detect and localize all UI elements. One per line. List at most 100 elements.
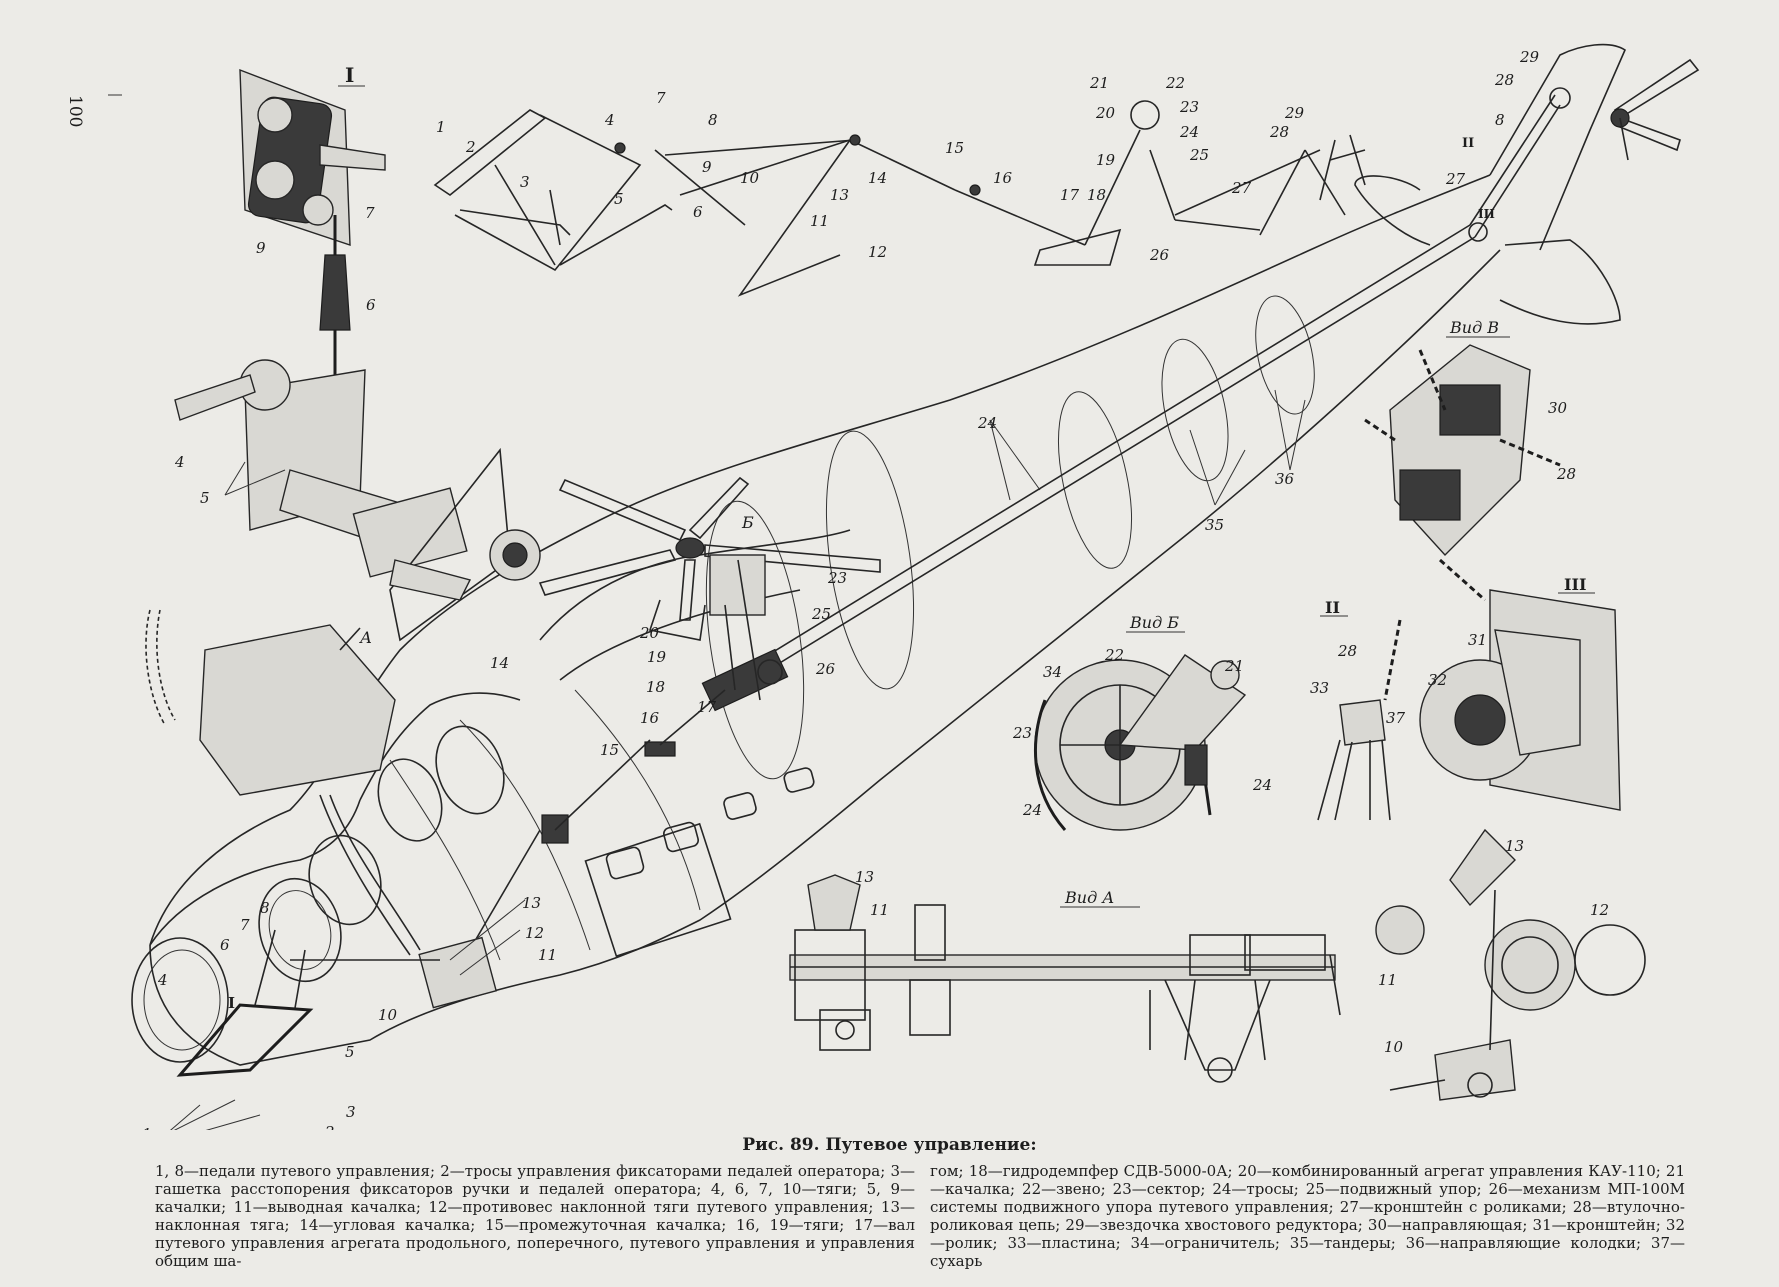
callout-16-main: 16 bbox=[640, 709, 660, 727]
view-a-title: Вид А bbox=[1064, 888, 1114, 907]
callout-11-view-a: 11 bbox=[870, 901, 889, 919]
callout-4-top: 4 bbox=[604, 111, 615, 129]
callout-16-top: 16 bbox=[993, 169, 1013, 187]
callout-8-top: 8 bbox=[708, 111, 718, 129]
callout-5-cockpit: 5 bbox=[345, 1043, 355, 1061]
callout-10-right: 10 bbox=[1384, 1038, 1404, 1056]
callout-7-cockpit: 7 bbox=[240, 916, 250, 934]
callout-23-top: 23 bbox=[1179, 98, 1199, 116]
callout-6-cockpit: 6 bbox=[220, 936, 230, 954]
callout-26-top: 26 bbox=[1149, 246, 1170, 264]
callout-4-detail: 4 bbox=[174, 453, 185, 471]
view-v-guide bbox=[1364, 344, 1561, 602]
callout-11-top: 11 bbox=[810, 212, 829, 230]
callout-22-view-b: 22 bbox=[1104, 646, 1124, 664]
callout-34: 34 bbox=[1043, 663, 1062, 681]
callout-19-top: 19 bbox=[1096, 151, 1116, 169]
callout-15-main: 15 bbox=[600, 741, 619, 759]
callout-27-top: 27 bbox=[1231, 179, 1252, 197]
callout-13-right: 13 bbox=[1505, 837, 1524, 855]
callout-28-tail: 28 bbox=[1494, 71, 1514, 89]
callout-10-top: 10 bbox=[740, 169, 760, 187]
callout-3-cockpit: 3 bbox=[346, 1103, 356, 1121]
callout-24-view-b: 24 bbox=[1022, 801, 1042, 819]
tail-boom bbox=[1354, 43, 1700, 325]
callout-9-top: 9 bbox=[702, 158, 712, 176]
leader-lines bbox=[170, 389, 1306, 1130]
callout-7-detail: 7 bbox=[365, 204, 375, 222]
page-number: 100 bbox=[65, 95, 85, 127]
main-rotor bbox=[538, 476, 881, 641]
installed-units bbox=[176, 554, 789, 1077]
callout-2-top: 2 bbox=[465, 138, 476, 156]
callout-23-main: 23 bbox=[827, 569, 847, 587]
callout-1-top: 1 bbox=[436, 118, 446, 136]
callout-32: 32 bbox=[1428, 671, 1447, 689]
callout-3-top: 3 bbox=[520, 173, 530, 191]
callout-27-tail: 27 bbox=[1445, 170, 1466, 188]
callout-6-top: 6 bbox=[693, 203, 703, 221]
callout-18-top: 18 bbox=[1087, 186, 1106, 204]
callout-10-cockpit: 10 bbox=[378, 1006, 398, 1024]
callout-28-top: 28 bbox=[1269, 123, 1289, 141]
marker-b: Б bbox=[741, 513, 754, 532]
callout-11-right: 11 bbox=[1378, 971, 1397, 989]
callout-7-top: 7 bbox=[656, 89, 666, 107]
figure-legend-left: 1, 8—педали путевого управления; 2—тросы… bbox=[155, 1162, 915, 1270]
callout-29-top: 29 bbox=[1284, 104, 1305, 122]
callout-33: 33 bbox=[1310, 679, 1329, 697]
callout-11-main: 11 bbox=[538, 946, 557, 964]
callout-24-detail-ii: 24 bbox=[1252, 776, 1272, 794]
kinematic-scheme bbox=[433, 100, 1366, 297]
roman-iii: III bbox=[1564, 575, 1586, 594]
callout-14-main: 14 bbox=[490, 654, 509, 672]
detail-iii-roller-bracket bbox=[1419, 589, 1621, 811]
callout-22-top: 22 bbox=[1165, 74, 1185, 92]
callout-15-top: 15 bbox=[945, 139, 964, 157]
callout-25-main: 25 bbox=[811, 605, 831, 623]
callout-2-cockpit: 2 bbox=[324, 1123, 335, 1130]
callout-37: 37 bbox=[1386, 709, 1406, 727]
detail-ii-chain bbox=[1317, 619, 1402, 821]
callout-13-top: 13 bbox=[830, 186, 849, 204]
callout-17-main: 17 bbox=[697, 698, 717, 716]
callout-31: 31 bbox=[1468, 631, 1487, 649]
callout-1-cockpit: 1 bbox=[142, 1125, 152, 1130]
callout-4-cockpit: 4 bbox=[157, 971, 168, 989]
figure-title: Рис. 89. Путевое управление: bbox=[742, 1135, 1037, 1155]
callout-17-top: 17 bbox=[1060, 186, 1080, 204]
callout-21-top: 21 bbox=[1089, 74, 1109, 92]
callout-13-view-a: 13 bbox=[855, 868, 874, 886]
view-b-title: Вид Б bbox=[1129, 613, 1179, 632]
detail-i-rocker bbox=[174, 68, 541, 642]
callout-24-boom: 24 bbox=[977, 414, 997, 432]
callout-35: 35 bbox=[1205, 516, 1224, 534]
callout-19-main: 19 bbox=[647, 648, 667, 666]
lower-right-linkage bbox=[1375, 828, 1646, 1101]
callout-21-view-b: 21 bbox=[1224, 657, 1244, 675]
callout-28-view-v: 28 bbox=[1556, 465, 1576, 483]
roman-iii-tail: III bbox=[1478, 207, 1495, 221]
callout-labels: 1 2 3 4 5 6 7 8 9 10 11 12 13 14 15 16 1… bbox=[142, 48, 1609, 1130]
callout-12-top: 12 bbox=[868, 243, 887, 261]
view-v-title: Вид В bbox=[1449, 318, 1499, 337]
roman-i-top: I bbox=[345, 63, 354, 87]
callout-12-right: 12 bbox=[1590, 901, 1609, 919]
callout-18-main: 18 bbox=[646, 678, 665, 696]
roman-ii-tail: II bbox=[1462, 136, 1474, 151]
callout-5-detail: 5 bbox=[200, 489, 210, 507]
figure-legend-right: гом; 18—гидродемпфер СДВ-5000-0А; 20—ком… bbox=[930, 1162, 1685, 1270]
roman-ii: II bbox=[1325, 598, 1340, 617]
callout-13-main: 13 bbox=[522, 894, 541, 912]
callout-24-top: 24 bbox=[1179, 123, 1199, 141]
callout-6-detail: 6 bbox=[366, 296, 376, 314]
control-cables bbox=[759, 87, 1571, 673]
helicopter-yaw-control-diagram: 100 bbox=[65, 43, 1700, 1130]
callout-26-main: 26 bbox=[815, 660, 836, 678]
callout-5-top: 5 bbox=[614, 190, 624, 208]
callout-30: 30 bbox=[1548, 399, 1568, 417]
view-a-assembly bbox=[789, 874, 1341, 1083]
callout-25-top: 25 bbox=[1189, 146, 1209, 164]
callout-36: 36 bbox=[1275, 470, 1295, 488]
